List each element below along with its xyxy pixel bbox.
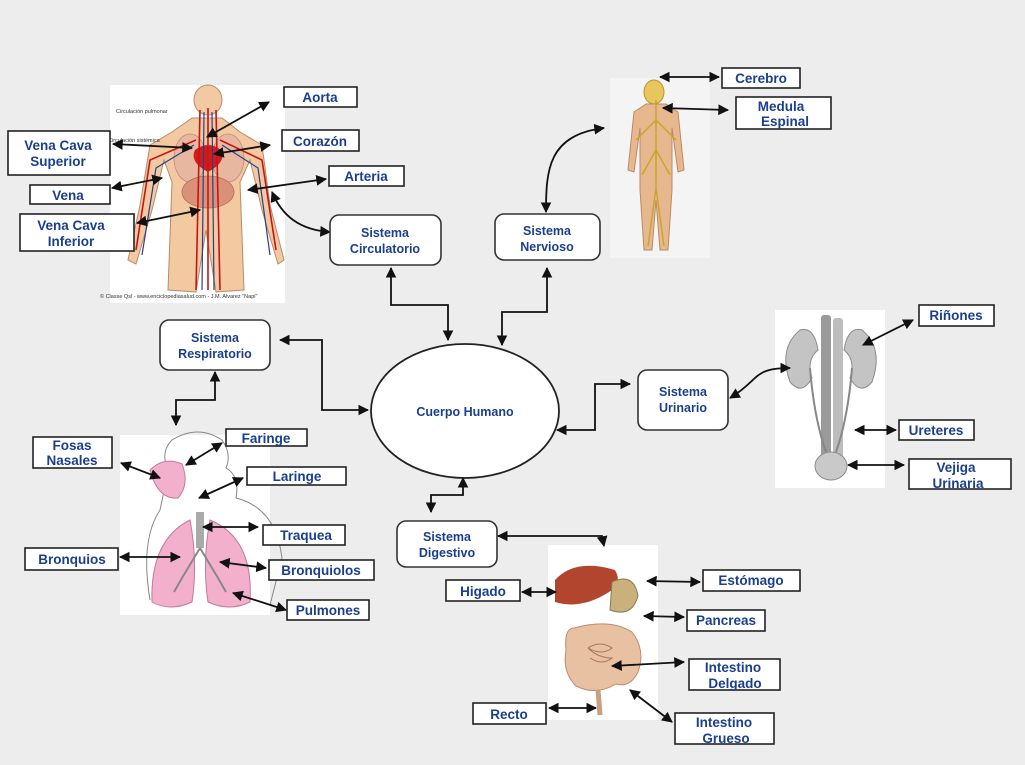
system-digestivo-line1: Sistema [423, 530, 472, 544]
label-faringe: Faringe [225, 428, 308, 447]
label-pancreas-text: Pancreas [696, 613, 756, 628]
label-estomago-text: Estómago [718, 573, 783, 588]
label-aorta-text: Aorta [302, 90, 338, 105]
label-estomago: Estómago [702, 569, 801, 592]
label-faringe-text: Faringe [242, 431, 291, 446]
system-circulatorio: Sistema Circulatorio [329, 214, 442, 266]
label-pulmones: Pulmones [286, 599, 370, 621]
circulacion-pulmonar-caption: Circulación pulmonar [116, 109, 168, 115]
label-recto: Recto [472, 702, 547, 725]
system-nervioso-line2: Nervioso [520, 240, 574, 254]
label-arteria: Arteria [328, 165, 405, 187]
label-fosas-nasales-line2: Nasales [46, 453, 97, 468]
label-recto-text: Recto [490, 707, 528, 722]
urinary-system-illustration [775, 310, 885, 488]
label-bronquiolos-text: Bronquiolos [281, 563, 361, 578]
label-vena: Vena [29, 184, 111, 205]
label-aorta: Aorta [283, 86, 358, 108]
label-vena-cava-inferior-line1: Vena Cava [37, 218, 105, 233]
label-vena-cava-inferior: Vena Cava Inferior [19, 213, 135, 252]
system-respiratorio-line1: Sistema [191, 331, 240, 345]
label-higado-text: Higado [460, 584, 506, 599]
system-respiratorio: Sistema Respiratorio [159, 319, 271, 371]
label-intestino-delgado: Intestino Delgado [688, 658, 781, 691]
label-intestino-grueso-line2: Grueso [702, 731, 749, 746]
label-medula-espinal: Medula Espinal [735, 96, 832, 130]
label-rinones-text: Riñones [929, 308, 982, 323]
label-pulmones-text: Pulmones [296, 603, 361, 618]
system-urinario-line2: Urinario [659, 401, 707, 415]
system-circulatorio-line1: Sistema [361, 226, 410, 240]
system-digestivo-line2: Digestivo [419, 546, 476, 560]
label-intestino-delgado-line1: Intestino [705, 660, 761, 675]
label-vena-cava-superior-line1: Vena Cava [24, 138, 92, 153]
system-respiratorio-line2: Respiratorio [178, 347, 252, 361]
label-vena-cava-superior-line2: Superior [30, 154, 86, 169]
label-laringe: Laringe [246, 466, 347, 486]
label-bronquios: Bronquios [24, 547, 119, 571]
label-medula-espinal-line1: Medula [758, 99, 805, 114]
nervous-system-illustration [610, 78, 710, 258]
label-ureteres: Ureteres [898, 419, 975, 441]
label-vena-cava-inferior-line2: Inferior [48, 234, 95, 249]
arrows [110, 71, 914, 723]
circulatory-system-illustration: Circulación pulmonar Circulación sistémi… [100, 84, 285, 303]
label-rinones: Riñones [918, 304, 995, 327]
system-nervioso-line1: Sistema [523, 224, 572, 238]
label-higado: Higado [445, 579, 521, 602]
label-fosas-nasales-line1: Fosas [52, 438, 91, 453]
label-bronquiolos: Bronquiolos [268, 559, 375, 581]
system-digestivo: Sistema Digestivo [396, 520, 498, 568]
label-vena-text: Vena [52, 188, 84, 203]
label-ureteres-text: Ureteres [909, 423, 964, 438]
system-circulatorio-line2: Circulatorio [350, 242, 421, 256]
digestive-system-illustration [548, 545, 658, 720]
center-label: Cuerpo Humano [416, 405, 514, 419]
label-vejiga-urinaria: Vejiga Urinaria [908, 458, 1012, 491]
label-fosas-nasales: Fosas Nasales [32, 436, 113, 469]
label-intestino-grueso: Intestino Grueso [674, 712, 775, 746]
label-vejiga-urinaria-line1: Vejiga [936, 460, 976, 475]
label-cerebro-text: Cerebro [735, 71, 787, 86]
system-urinario-line1: Sistema [659, 385, 708, 399]
circulacion-sistemica-caption: Circulación sistémica [108, 138, 161, 144]
respiratory-system-illustration [120, 431, 283, 615]
label-traquea-text: Traquea [280, 528, 332, 543]
label-arteria-text: Arteria [344, 169, 388, 184]
label-corazon-text: Corazón [293, 134, 347, 149]
label-vena-cava-superior: Vena Cava Superior [7, 130, 111, 176]
center-node: Cuerpo Humano [370, 343, 560, 479]
label-corazon: Corazón [281, 129, 360, 152]
label-laringe-text: Laringe [273, 469, 322, 484]
label-medula-espinal-line2: Espinal [761, 114, 809, 129]
label-intestino-grueso-line1: Intestino [696, 715, 752, 730]
image-credit: © Classe Qsl - www.enciclopediasalud.com… [100, 293, 257, 300]
label-traquea: Traquea [262, 524, 346, 546]
label-bronquios-text: Bronquios [38, 552, 106, 567]
system-nervioso: Sistema Nervioso [494, 213, 601, 261]
label-vejiga-urinaria-line2: Urinaria [932, 476, 984, 491]
system-urinario: Sistema Urinario [637, 369, 729, 431]
label-intestino-delgado-line2: Delgado [708, 676, 761, 691]
label-pancreas: Pancreas [686, 609, 766, 632]
label-cerebro: Cerebro [721, 67, 801, 89]
